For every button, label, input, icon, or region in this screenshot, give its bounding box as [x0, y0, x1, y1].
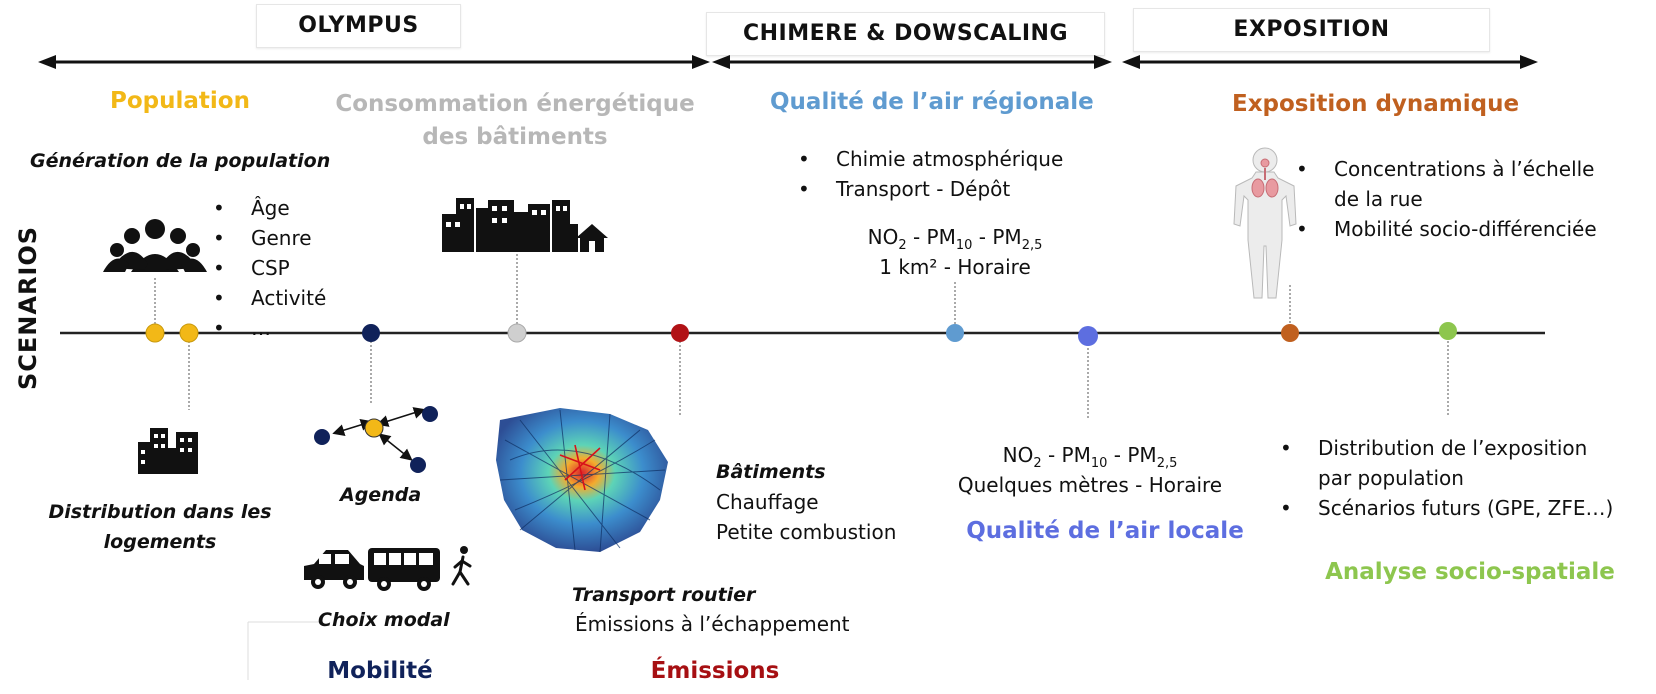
- network-map-icon: [496, 408, 668, 553]
- phase-arrow-exposition: [1122, 55, 1538, 69]
- local-resolution: Quelques mètres - Horaire: [957, 473, 1223, 497]
- regional-pollutants: NO2 - PM10 - PM2,5: [867, 225, 1043, 253]
- dot-exposition: [1281, 324, 1299, 342]
- attr-more: …: [213, 313, 326, 343]
- dot-analyse: [1439, 322, 1457, 340]
- population-attributes: Âge Genre CSP Activité …: [213, 193, 326, 343]
- dot-consommation: [507, 323, 527, 343]
- pedestrian-icon: [451, 546, 472, 586]
- label-mobilite: Mobilité: [327, 658, 433, 684]
- label-qualite-locale: Qualité de l’air locale: [966, 518, 1244, 544]
- attr-age: Âge: [213, 193, 326, 223]
- local-pollutants: NO2 - PM10 - PM2,5: [1002, 443, 1178, 471]
- batiments-label: Bâtiments: [716, 461, 826, 483]
- dot-emissions: [671, 324, 689, 342]
- transport-routier-label: Transport routier: [572, 584, 756, 606]
- dot-qualite-regionale: [946, 324, 964, 342]
- dot-population-1: [145, 323, 165, 343]
- bus-icon: [368, 548, 440, 591]
- chauffage-label: Chauffage: [716, 490, 819, 514]
- transport-depot-item: Transport - Dépôt: [798, 174, 1063, 204]
- people-group-icon: [103, 219, 207, 272]
- phase-exposition: EXPOSITION: [1133, 8, 1490, 52]
- agenda-network-icon: [332, 407, 426, 461]
- scenarios-futurs-item: Scénarios futurs (GPE, ZFE…): [1280, 493, 1613, 523]
- choix-modal-label: Choix modal: [318, 609, 450, 631]
- dotted-connectors: [154, 250, 1449, 420]
- distribution-exposition-item: Distribution de l’exposition par populat…: [1280, 433, 1613, 493]
- attr-genre: Genre: [213, 223, 326, 253]
- label-emissions: Émissions: [650, 658, 780, 684]
- attr-activite: Activité: [213, 283, 326, 313]
- phase-arrow-olympus: [38, 55, 710, 69]
- distribution-line1: Distribution dans les: [48, 501, 272, 523]
- phase-olympus: OLYMPUS: [256, 4, 461, 48]
- phase-chimere: CHIMERE & DOWSCALING: [706, 12, 1105, 56]
- dot-qualite-locale: [1078, 326, 1098, 346]
- buildings-icon: [138, 428, 198, 474]
- emissions-batiments-block: Bâtiments Chauffage Petite combustion: [716, 457, 896, 547]
- dot-mobilite: [362, 324, 380, 342]
- dot-population-2: [179, 323, 199, 343]
- echappement-label: Émissions à l’échappement: [575, 612, 850, 636]
- distribution-logements: Distribution dans les logements: [40, 497, 280, 557]
- scenarios-label: SCENARIOS: [14, 225, 42, 390]
- label-consommation-line2: des bâtiments: [422, 124, 608, 150]
- regional-items: Chimie atmosphérique Transport - Dépôt: [798, 144, 1063, 204]
- label-qualite-regionale: Qualité de l’air régionale: [770, 89, 1094, 115]
- mobilite-socio-item: Mobilité socio-différenciée: [1296, 214, 1597, 244]
- agenda-label: Agenda: [340, 484, 422, 506]
- chimie-item: Chimie atmosphérique: [798, 144, 1063, 174]
- label-consommation: Consommation énergétique des bâtiments: [325, 88, 705, 154]
- label-exposition-dynamique: Exposition dynamique: [1232, 91, 1520, 117]
- label-analyse: Analyse socio-spatiale: [1325, 559, 1615, 585]
- city-buildings-icon: [442, 198, 608, 252]
- generation-population: Génération de la population: [30, 150, 331, 172]
- human-body-icon: [1233, 147, 1297, 299]
- distribution-line2: logements: [103, 531, 217, 553]
- car-icon: [304, 550, 364, 589]
- analysis-items: Distribution de l’exposition par populat…: [1280, 433, 1613, 523]
- regional-resolution: 1 km² - Horaire: [879, 255, 1031, 279]
- attr-csp: CSP: [213, 253, 326, 283]
- label-population: Population: [110, 88, 250, 114]
- phase-arrow-chimere: [712, 55, 1112, 69]
- exposure-items: Concentrations à l’échelle de la rue Mob…: [1296, 154, 1597, 244]
- petite-combustion-label: Petite combustion: [716, 520, 897, 544]
- concentrations-item: Concentrations à l’échelle de la rue: [1296, 154, 1597, 214]
- label-consommation-line1: Consommation énergétique: [335, 91, 695, 117]
